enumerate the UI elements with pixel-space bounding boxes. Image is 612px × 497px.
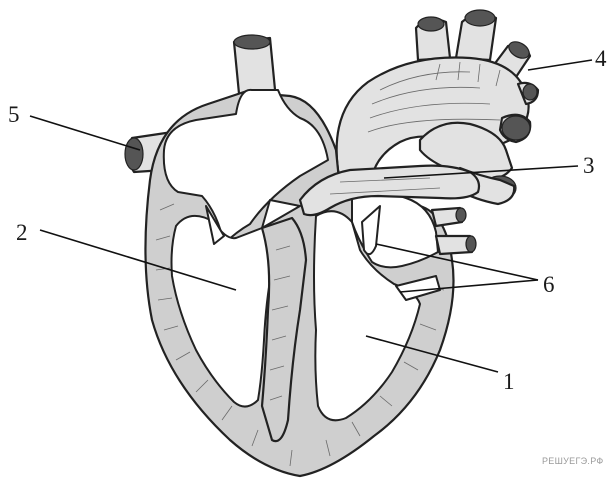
label-5: 5 (8, 102, 20, 127)
leader-5 (30, 116, 140, 150)
leader-4 (528, 60, 592, 70)
label-2: 2 (16, 220, 28, 245)
watermark: РЕШУЕГЭ.РФ (542, 456, 604, 466)
label-6: 6 (543, 272, 555, 297)
label-4: 4 (595, 46, 607, 71)
label-1: 1 (503, 369, 515, 394)
label-3: 3 (583, 153, 595, 178)
